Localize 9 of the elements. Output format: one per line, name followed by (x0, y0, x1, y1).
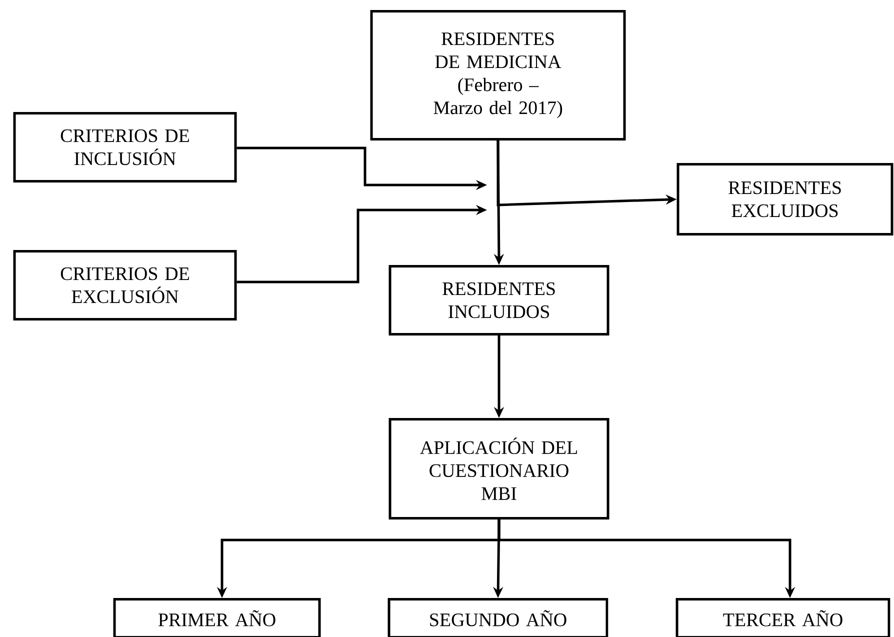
group-box: TERCER AÑO (676, 598, 890, 637)
group-box: SEGUNDO AÑO (388, 598, 608, 637)
process-box: RESIDENTES DE MEDICINA (Febrero – Marzo del 2017) (370, 10, 626, 140)
group-box: PRIMER AÑO (113, 598, 321, 637)
criteria-box: CRITERIOS DE EXCLUSIÓN (13, 250, 237, 320)
process-box: APLICACIÓN DEL CUESTIONARIO MBI (388, 418, 610, 520)
process-box: RESIDENTES INCLUIDOS (388, 265, 610, 336)
criteria-box: CRITERIOS DE INCLUSIÓN (13, 112, 237, 182)
process-box: RESIDENTES EXCLUIDOS (676, 163, 894, 236)
